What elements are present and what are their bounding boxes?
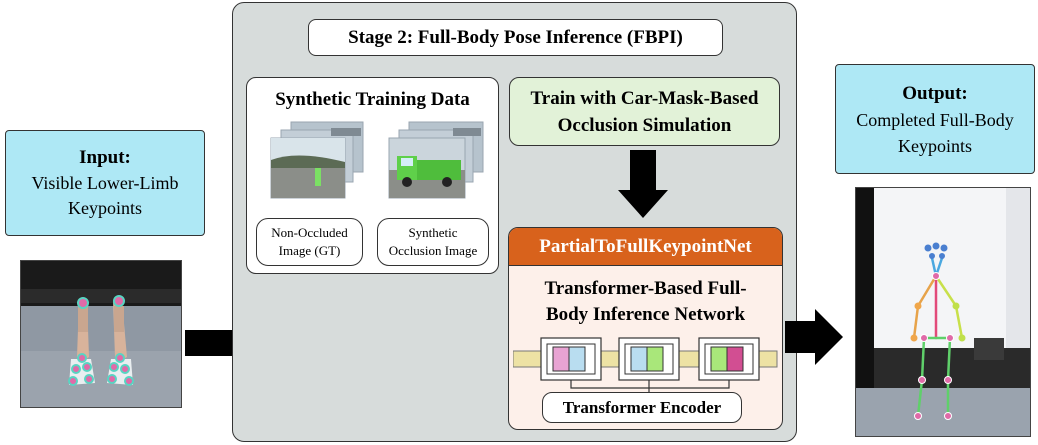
stage2-title: Stage 2: Full-Body Pose Inference (FBPI) [348, 26, 683, 48]
network-panel: PartialToFullKeypointNet Transformer-Bas… [508, 227, 783, 430]
output-label-box: Output: Completed Full-Body Keypoints [835, 64, 1035, 174]
non-occluded-label-box: Non-Occluded Image (GT) [256, 218, 363, 266]
input-label-box: Input: Visible Lower-Limb Keypoints [5, 130, 205, 236]
input-image [20, 260, 182, 408]
input-image-illustration [21, 261, 181, 407]
output-image [855, 187, 1031, 437]
stage2-title-box: Stage 2: Full-Body Pose Inference (FBPI) [308, 19, 723, 56]
non-occluded-label-line1: Non-Occluded [271, 225, 348, 240]
transformer-encoder-label: Transformer Encoder [562, 397, 722, 417]
input-line1: Visible Lower-Limb [31, 173, 179, 193]
synthetic-occlusion-label-line1: Synthetic [408, 225, 458, 240]
network-desc-line1: Transformer-Based Full- [544, 278, 747, 299]
output-line2: Keypoints [898, 135, 972, 156]
input-title: Input: [79, 147, 131, 168]
network-desc-line2: Body Inference Network [545, 304, 746, 325]
train-car-mask-box: Train with Car-Mask-Based Occlusion Simu… [509, 77, 780, 146]
non-occluded-image-stack [270, 121, 364, 199]
output-line1: Completed Full-Body [856, 109, 1014, 130]
network-name: PartialToFullKeypointNet [539, 235, 752, 257]
transformer-encoder-box: Transformer Encoder [542, 392, 742, 423]
train-box-line2: Occlusion Simulation [557, 114, 732, 136]
network-header: PartialToFullKeypointNet [509, 228, 782, 266]
synthetic-occlusion-image-stack [388, 121, 484, 199]
synthetic-occlusion-label-box: Synthetic Occlusion Image [377, 218, 489, 266]
arrow-network-to-output [785, 309, 843, 365]
output-image-illustration [856, 188, 1030, 436]
non-occluded-label-line2: Image (GT) [278, 243, 341, 258]
train-box-line1: Train with Car-Mask-Based [530, 87, 759, 109]
synthetic-training-title: Synthetic Training Data [275, 89, 470, 110]
input-line2: Keypoints [68, 198, 142, 218]
output-title: Output: [902, 82, 968, 104]
synthetic-training-panel: Synthetic Training Data Non-Occluded Ima… [246, 77, 499, 274]
transformer-token-diagram [513, 337, 778, 394]
synthetic-occlusion-label-line2: Occlusion Image [388, 243, 478, 258]
arrow-train-to-network [618, 150, 668, 218]
